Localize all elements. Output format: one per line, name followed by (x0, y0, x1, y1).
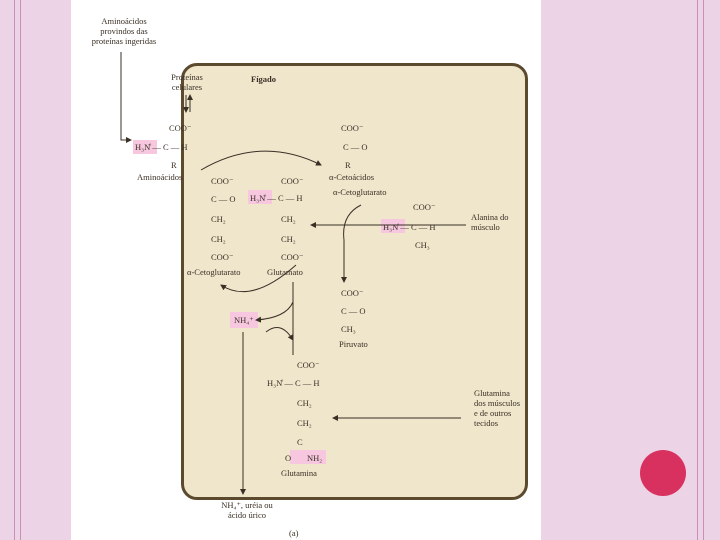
aa-coo: COO⁻ (169, 123, 192, 133)
pyr-ch3: CH₃ (341, 324, 356, 334)
gln-c: C (297, 437, 303, 447)
glu-coo: COO⁻ (281, 176, 304, 186)
nh4-label: NH₄⁺ (234, 315, 254, 325)
gln-ch2b: CH₂ (297, 418, 312, 428)
liver-cell-box (181, 63, 528, 500)
nh4-highlight (230, 312, 258, 328)
arrow-glu-to-akg (220, 264, 297, 293)
ala-coo: COO⁻ (413, 202, 436, 212)
glutamine-label: Glutamina (281, 468, 317, 478)
frame-line-right-inner (697, 0, 698, 540)
urea-output-label-1: NH₄⁺, uréia ou (221, 500, 273, 510)
aa-r: R (171, 160, 177, 170)
muscle-alanine-label-2: músculo (471, 222, 500, 232)
accent-dot (640, 450, 686, 496)
gln-coo: COO⁻ (297, 360, 320, 370)
arrow-glu-to-nh4 (255, 301, 294, 323)
aa-amine: H₃N̊ — C — H (135, 142, 188, 152)
gln-amine: H₃N̊ — C — H (267, 378, 320, 388)
liver-label: Fígado (251, 74, 277, 84)
amine-highlight-glu (248, 190, 272, 204)
pathway-arrows (120, 52, 466, 495)
glutamine-sources-label-2: dos músculos (474, 398, 521, 408)
cell-proteins-label-2: celulares (171, 82, 203, 92)
amine-highlight-aa (133, 140, 157, 154)
glutamine-sources-label-3: e de outros (474, 408, 512, 418)
ketoglutarate-top-label: α-Cetoglutarato (333, 187, 387, 197)
pyruvate-label: Piruvato (339, 339, 368, 349)
glu-ch2a: CH₂ (281, 214, 296, 224)
arrow-diet-to-aa (120, 52, 132, 143)
panel-letter: (a) (289, 528, 299, 538)
arrow-aa-to-keto (200, 150, 322, 171)
frame-line-right-outer (703, 0, 704, 540)
arrow-to-pyruvate (341, 204, 362, 283)
diet-amino-label-2: provindos das (100, 26, 148, 36)
diet-amino-label-1: Aminoácidos (101, 16, 147, 26)
glu-amine: H₃N̊ — C — H (250, 193, 303, 203)
gln-nh2: NH₂ (307, 453, 323, 463)
amino-acids-label: Aminoácidos (137, 172, 183, 182)
frame-line-left-inner (20, 0, 21, 540)
glutamine-sources-label-1: Glutamina (474, 388, 510, 398)
keto-acids-label: α-Cetoácidos (329, 172, 375, 182)
glutamate-label: Glutamato (267, 267, 303, 277)
glutamine-sources-label-4: tecidos (474, 418, 499, 428)
nh2-highlight (290, 450, 326, 464)
ketoglutarate-bottom-label: α-Cetoglutarato (187, 267, 241, 277)
pyr-coo: COO⁻ (341, 288, 364, 298)
akg-coo: COO⁻ (211, 176, 234, 186)
akg-co: C — O (211, 194, 236, 204)
keto-coo: COO⁻ (341, 123, 364, 133)
akg-ch2a: CH₂ (211, 214, 226, 224)
gln-o: O (285, 453, 292, 463)
glu-coo2: COO⁻ (281, 252, 304, 262)
keto-co: C — O (343, 142, 368, 152)
akg-ch2b: CH₂ (211, 234, 226, 244)
akg-coo2: COO⁻ (211, 252, 234, 262)
figure-page: Aminoácidos provindos das proteínas inge… (71, 0, 541, 540)
diet-amino-label-3: proteínas ingeridas (91, 36, 157, 46)
muscle-alanine-label-1: Alanina do (471, 212, 509, 222)
gln-ch2a: CH₂ (297, 398, 312, 408)
glu-ch2b: CH₂ (281, 234, 296, 244)
ala-ch3: CH₃ (415, 240, 430, 250)
frame-line-left-outer (14, 0, 15, 540)
urea-output-label-2: ácido úrico (228, 510, 266, 520)
amine-highlight-ala (381, 219, 405, 233)
pyr-co: C — O (341, 306, 366, 316)
cell-proteins-label-1: Proteínas (171, 72, 203, 82)
arrow-nh4-to-gln (265, 327, 294, 341)
keto-r: R (345, 160, 351, 170)
ala-amine: H₃N̊ — C — H (383, 222, 436, 232)
